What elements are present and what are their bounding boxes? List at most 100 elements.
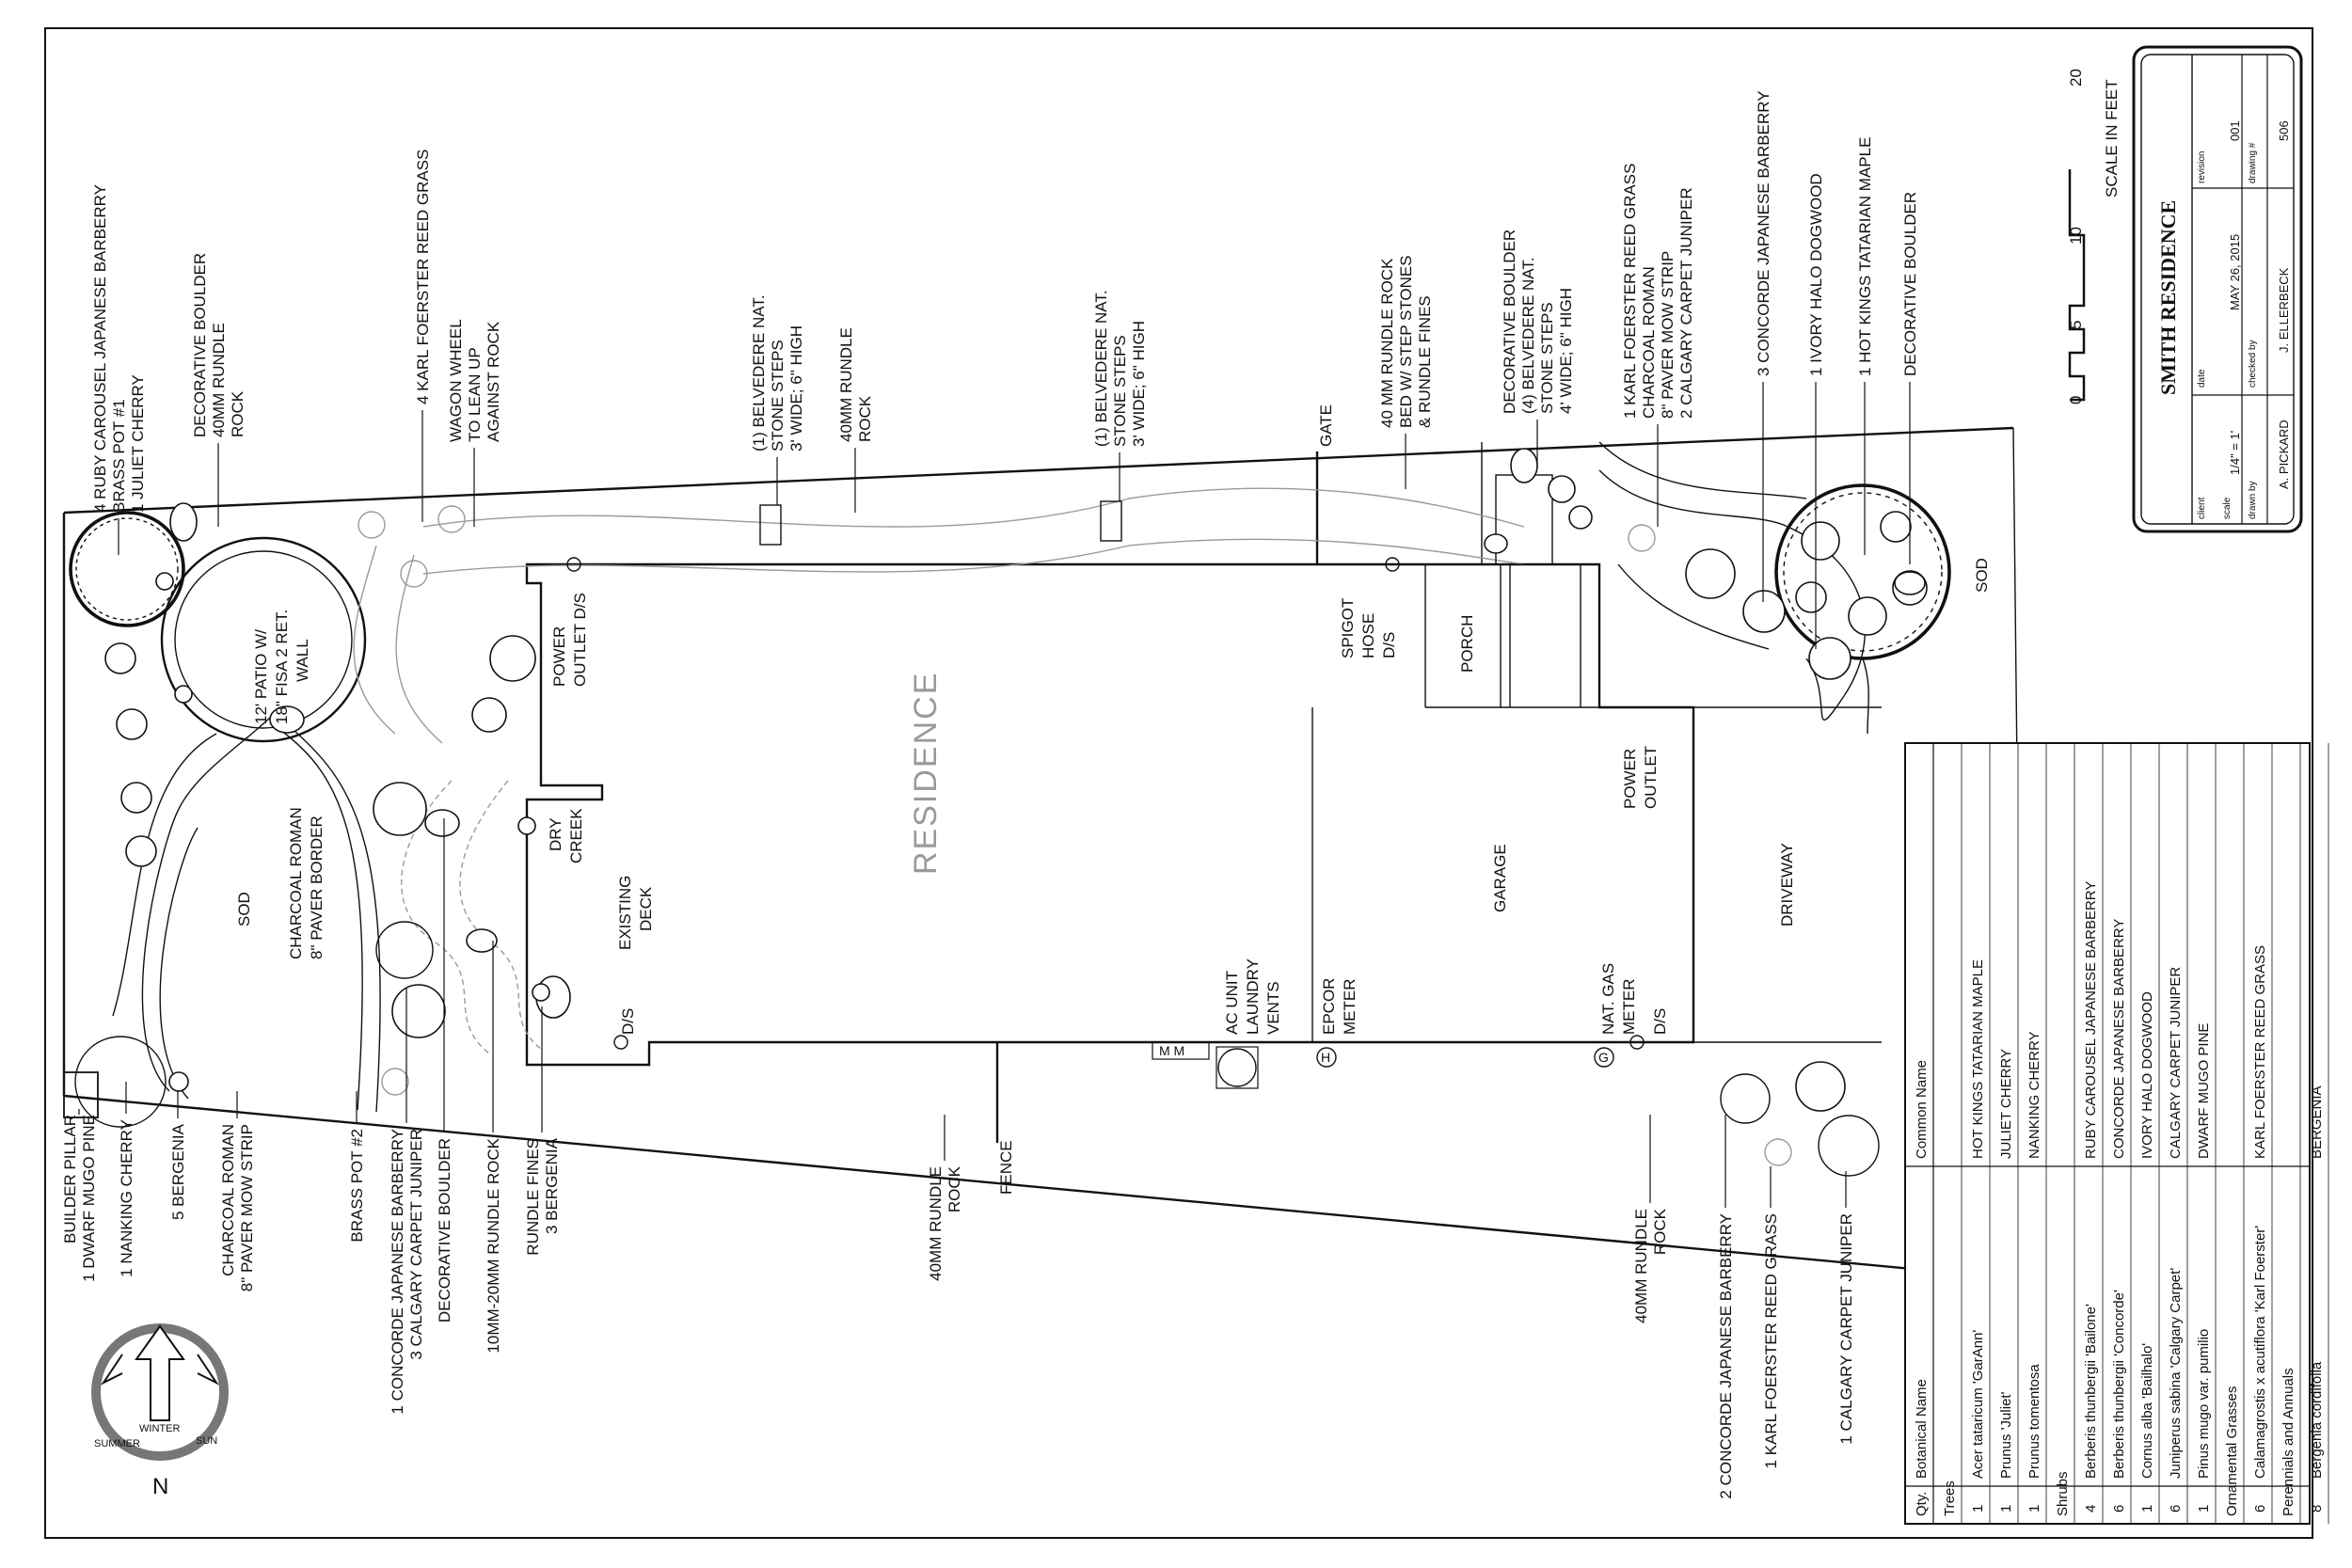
schedule-botanical: Perennials and Annuals [2280, 1368, 2296, 1516]
callout-top-10-line-1: 1 KARL FOERSTER REED GRASS [1621, 164, 1639, 419]
callout-top-8-line-3: & RUNDLE FINES [1416, 295, 1434, 428]
gas-meter-marker: G [1598, 1050, 1609, 1065]
callout-top-11: 3 CONCORDE JAPANESE BARBERRY [1755, 90, 1772, 602]
schedule-qty: 1 [2139, 1505, 2155, 1513]
schedule-qty: 4 [2083, 1505, 2099, 1513]
schedule-botanical: Bergenia cordifolia [2309, 1361, 2325, 1479]
downspout-label-2: D/S [1651, 1008, 1669, 1035]
schedule-botanical: Cornus alba 'Bailhalo' [2139, 1343, 2155, 1479]
fence-label: FENCE [997, 1140, 1015, 1195]
power-outlet-2-label-1: POWER [1621, 749, 1639, 809]
schedule-qty: 6 [2111, 1505, 2127, 1513]
north-arrow-icon: WINTER SUMMER SUN N [91, 1323, 229, 1499]
sheet-border [44, 27, 2313, 1539]
drawing-label: drawing # [2248, 142, 2258, 183]
residence-outline [525, 562, 1882, 1067]
schedule-botanical: Prunus tomentosa [2026, 1364, 2042, 1479]
porch-label: PORCH [1458, 615, 1476, 673]
vent-marker: M M [1159, 1043, 1184, 1058]
schedule-common: DWARF MUGO PINE [2196, 1023, 2212, 1159]
tatarian-maple-tree-icon [1774, 483, 1951, 660]
patio-label-3: WALL [294, 639, 311, 682]
title-block: SMITH RESIDENCE client scale 1/4" = 1' d… [2132, 45, 2303, 533]
callout-bottom-1-line-1: BUILDER PILLAR [61, 1115, 79, 1243]
checked-by-value: J. ELLERBECK [2277, 267, 2291, 353]
callout-bottom-5: BRASS POT #2 [348, 1091, 366, 1243]
schedule-common: CONCORDE JAPANESE BARBERRY [2111, 919, 2127, 1159]
garage-label: GARAGE [1491, 844, 1509, 912]
drawn-by-value: A. PICKARD [2277, 420, 2291, 489]
reed-grass-icons [358, 505, 1792, 1166]
plant-symbols [63, 448, 1951, 1177]
scale-caption: SCALE IN FEET [2103, 79, 2121, 198]
schedule-qty: 1 [1970, 1505, 1986, 1513]
schedule-qty: 1 [1998, 1505, 2014, 1513]
title-block-title: SMITH RESIDENCE [2156, 200, 2180, 395]
north-letter: N [152, 1474, 168, 1499]
stepping-stone-path [353, 487, 1525, 744]
barberry-shrub-icons [104, 548, 1851, 1112]
schedule-qty: 6 [2168, 1505, 2184, 1513]
callout-top-10-line-2: CHARCOAL ROMAN [1640, 266, 1658, 419]
callout-top-5-line-2: STONE STEPS [769, 340, 787, 451]
area-labels: RESIDENCE GARAGE DRIVEWAY PORCH EXISTING… [235, 404, 1991, 1195]
callout-top-7-line-3: 3' WIDE; 6" HIGH [1130, 321, 1148, 447]
schedule-botanical: Juniperus sabina 'Calgary Carpet' [2168, 1268, 2184, 1479]
callout-bottom-6-line-1: 1 CONCORDE JAPANESE BARBERRY [389, 1129, 406, 1415]
schedule-qty: 1 [2196, 1505, 2212, 1513]
scale-tick-5: 5 [2067, 321, 2085, 329]
calgary-carpet-juniper-icon [1720, 1073, 1880, 1177]
callout-top-1-line-1: 4 RUBY CAROUSEL JAPANESE BARBERRY [91, 184, 109, 513]
right-planting-bed [1495, 441, 1869, 735]
revision-value: 001 [2228, 120, 2242, 141]
drawn-by-label: drawn by [2248, 481, 2258, 519]
callout-top-13-line-1: 1 HOT KINGS TATARIAN MAPLE [1856, 137, 1874, 376]
downspout-label-1: D/S [619, 1008, 637, 1035]
callout-bottom-4-line-2: 8" PAVER MOW STRIP [238, 1124, 256, 1291]
schedule-section-row: Perennials and Annuals [2280, 1368, 2296, 1516]
downspout-icon [613, 1035, 628, 1050]
callout-bottom-9-line-1: RUNDLE FINES [524, 1138, 542, 1256]
schedule-common: IVORY HALO DOGWOOD [2139, 991, 2155, 1159]
downspout-icon [1385, 557, 1400, 572]
callout-bottom-3: 5 BERGENIA [169, 1091, 187, 1220]
schedule-botanical: Calamagrostis x acutiflora 'Karl Foerste… [2252, 1226, 2268, 1479]
callout-top-12: 1 IVORY HALO DOGWOOD [1807, 173, 1825, 649]
scale-tick-0: 0 [2067, 396, 2085, 404]
scale-value: 1/4" = 1' [2228, 431, 2242, 475]
utility-markers: H G M M [566, 557, 1645, 1089]
electric-meter-marker: H [1321, 1050, 1330, 1065]
callout-bottom-9-line-2: 3 BERGENIA [543, 1137, 561, 1234]
schedule-qty: 8 [2309, 1505, 2325, 1513]
callout-top-9: DECORATIVE BOULDER(4) BELVEDERE NAT.STON… [1501, 230, 1575, 466]
callout-bottom-8: 10MM-20MM RUNDLE ROCK [485, 941, 502, 1354]
north-summer-label: SUMMER [94, 1438, 140, 1449]
callout-bottom-10-line-2: ROCK [946, 1165, 963, 1212]
drawing-value: 506 [2277, 120, 2291, 141]
nat-gas-label-2: METER [1620, 979, 1638, 1036]
callout-top-8-line-1: 40 MM RUNDLE ROCK [1378, 258, 1396, 428]
callout-top-2-line-1: DECORATIVE BOULDER [191, 253, 209, 437]
callout-bottom-12: 2 CONCORDE JAPANESE BARBERRY [1717, 1115, 1735, 1499]
callout-bottom-5-line-1: BRASS POT #2 [348, 1129, 366, 1243]
callout-top-1-line-2: BRASS POT #1 [110, 399, 128, 513]
charcoal-border-label-2: 8" PAVER BORDER [308, 816, 326, 959]
callout-bottom-3-line-1: 5 BERGENIA [169, 1123, 187, 1220]
spigot-label-3: D/S [1380, 632, 1398, 658]
callout-bottom-14-line-1: 1 CALGARY CARPET JUNIPER [1837, 1213, 1855, 1445]
callout-bottom-11-line-1: 40MM RUNDLE [1632, 1209, 1650, 1323]
